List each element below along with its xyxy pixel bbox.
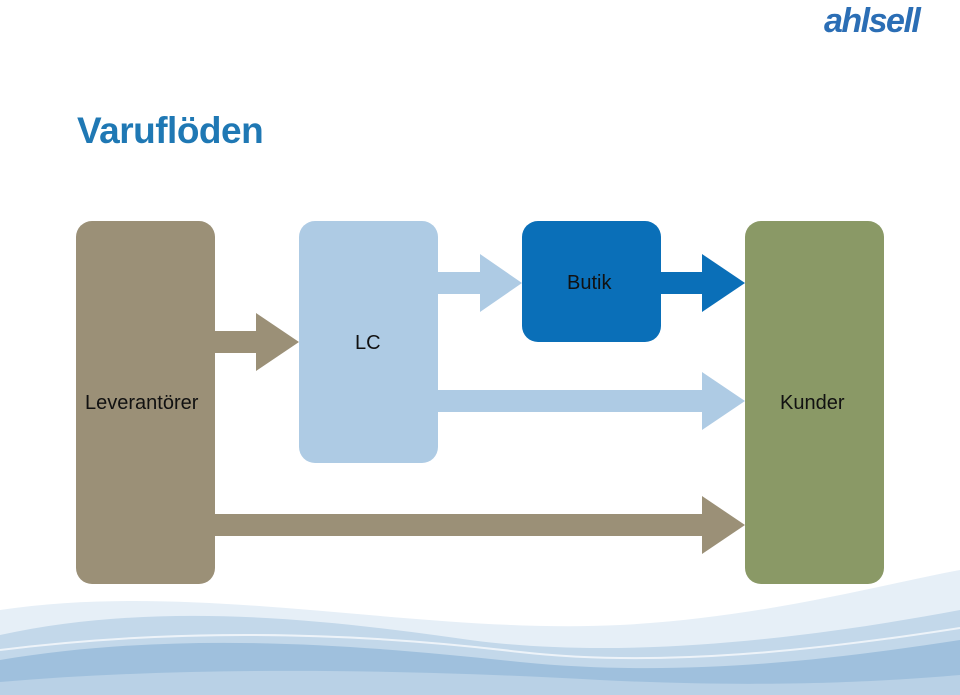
customers-label: Kunder (780, 392, 845, 414)
lc-label: LC (355, 332, 381, 354)
ahlsell-logo: ahlsell (824, 2, 924, 38)
arrow-suppliers-to-customers (215, 496, 745, 554)
arrow-lc-to-customers (438, 372, 745, 430)
lc-box (299, 221, 438, 463)
store-box (522, 221, 661, 342)
wave-front (0, 670, 960, 695)
page-title: Varuflöden (77, 110, 264, 151)
suppliers-box (76, 221, 215, 584)
store-label: Butik (567, 272, 612, 294)
arrow-lc-to-store (438, 254, 522, 312)
customers-box (745, 221, 884, 584)
logo-wordmark: ahlsell (824, 2, 922, 38)
arrow-suppliers-to-lc (215, 313, 299, 371)
wave-highlight (0, 627, 960, 660)
suppliers-label: Leverantörer (85, 392, 199, 414)
arrow-store-to-customers (660, 254, 745, 312)
decorative-waves (0, 570, 960, 695)
